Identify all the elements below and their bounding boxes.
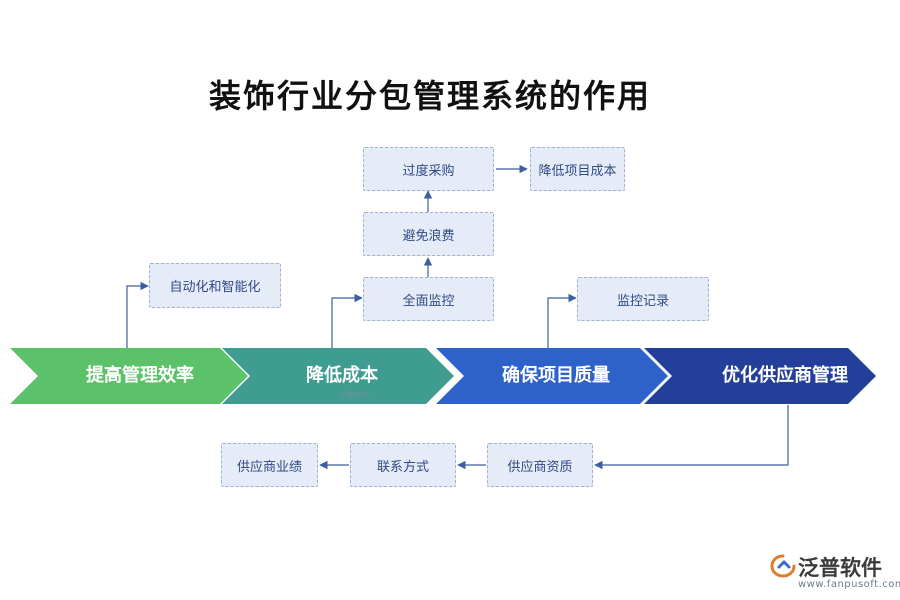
box-supplier-performance: 供应商业绩	[221, 443, 318, 487]
stage-label-quality: 确保项目质量	[502, 365, 610, 386]
connector-efficiency-automation	[126, 281, 149, 350]
box-contact-method: 联系方式	[350, 443, 456, 487]
stage-label-cost: 降低成本	[306, 365, 378, 386]
stage-label-efficiency: 提高管理效率	[86, 365, 194, 386]
stage-label-supplier: 优化供应商管理	[722, 365, 848, 386]
brand-name: 泛普软件	[798, 556, 882, 580]
chevron-stage-2	[222, 348, 454, 404]
watermark-text: 泛普软件	[338, 391, 370, 400]
connector-supplier-qualification	[594, 405, 789, 470]
brand-block: 泛普软件 www.fanpusoft.com	[770, 552, 900, 594]
box-monitoring-records: 监控记录	[577, 277, 709, 321]
brand-url: www.fanpusoft.com	[798, 579, 900, 590]
box-avoid-waste: 避免浪费	[363, 212, 494, 256]
connector-quality-records	[547, 293, 577, 350]
box-automation: 自动化和智能化	[149, 263, 281, 308]
chevron-stage-1	[10, 348, 248, 404]
box-full-monitoring: 全面监控	[363, 277, 494, 321]
brand-logo-icon	[770, 554, 796, 578]
box-over-purchase: 过度采购	[363, 147, 494, 191]
diagram-title: 装饰行业分包管理系统的作用	[208, 77, 651, 115]
box-reduce-project-cost: 降低项目成本	[530, 147, 625, 191]
box-supplier-qualification: 供应商资质	[487, 443, 593, 487]
chevron-stage-4	[644, 348, 876, 404]
connector-cost-monitoring	[331, 293, 363, 350]
chevron-stage-3	[436, 348, 668, 404]
